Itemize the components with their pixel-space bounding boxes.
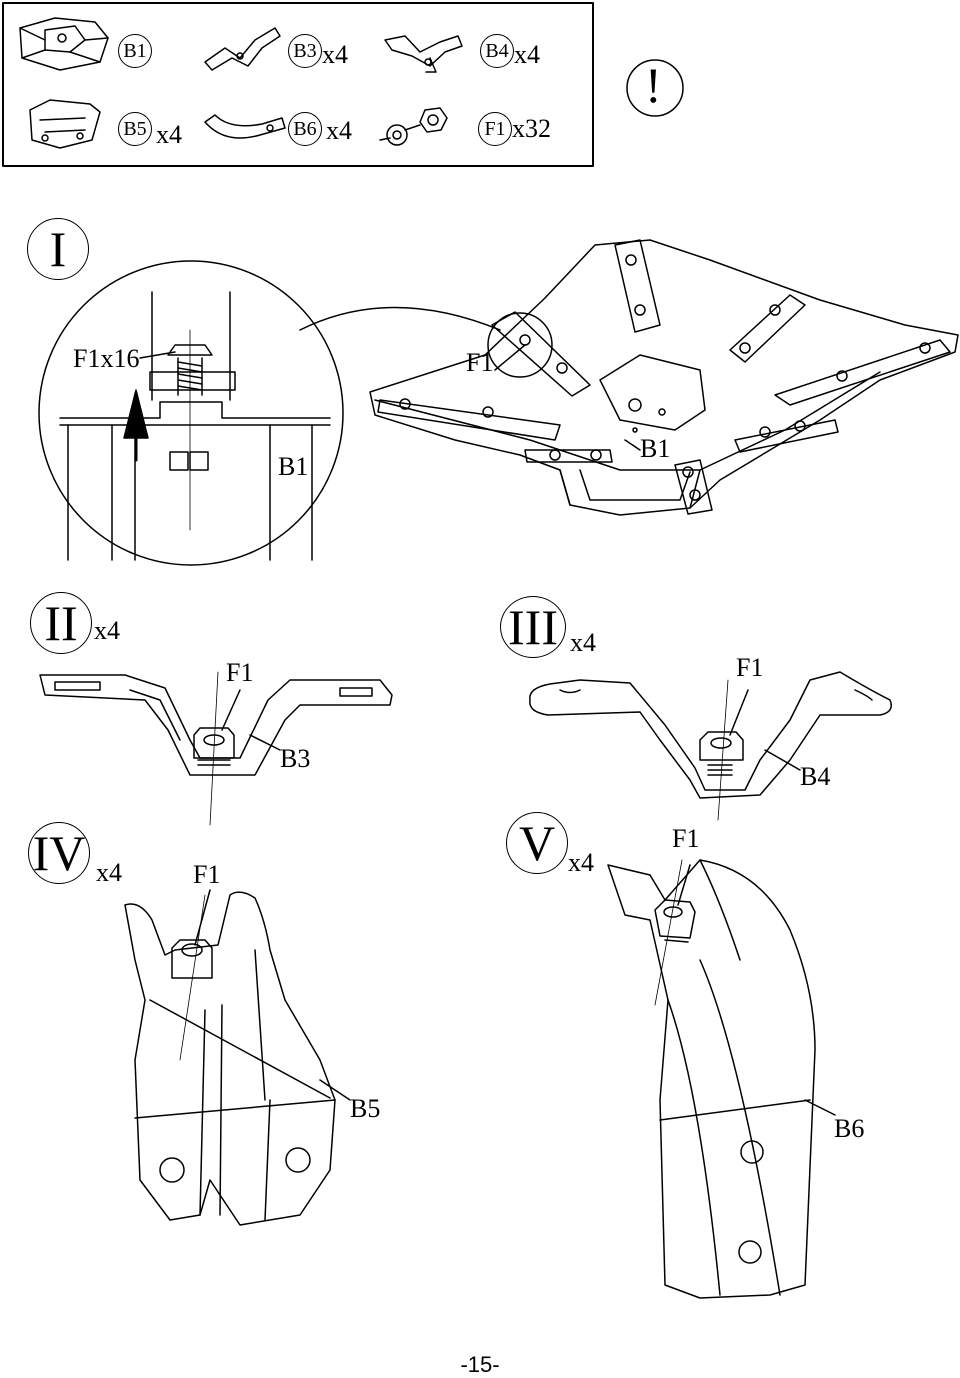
step4-part-leader	[319, 1079, 351, 1101]
step3-part-leader	[764, 749, 801, 771]
part-code-b6: B6	[288, 112, 322, 146]
bracket-b4-drawing	[529, 671, 892, 799]
step5-numeral: V	[506, 812, 568, 874]
step3-part-label: B4	[800, 762, 831, 791]
part-b1-thumbnail	[19, 17, 109, 71]
nut-f1-step3	[699, 731, 744, 776]
detail-magnifier	[38, 260, 344, 566]
nut-f1-step5	[654, 899, 696, 943]
step3-numeral: III	[500, 596, 566, 658]
part-qty-b6: x4	[326, 116, 352, 145]
nut-f1-step4	[171, 939, 213, 979]
step2-qty: x4	[94, 616, 120, 645]
step1-detail-part-label: B1	[278, 452, 309, 481]
step5-fastener-leader	[677, 864, 691, 906]
bolt-axis-step2	[209, 671, 219, 826]
main-fastener-leader	[494, 344, 526, 371]
detail-source-circle	[487, 312, 553, 378]
step5-part-label: B6	[834, 1114, 865, 1143]
part-f1-thumbnail	[379, 107, 448, 146]
step5-fastener-label: F1	[672, 824, 700, 853]
step4-numeral: IV	[28, 822, 90, 884]
detail-cross-section	[59, 291, 331, 561]
step1-main-fastener-label: F1	[466, 348, 494, 377]
part-code-b5: B5	[118, 112, 152, 146]
parts-box-frame	[2, 2, 594, 167]
part-b4-thumbnail	[384, 35, 463, 73]
part-b5-thumbnail	[29, 99, 101, 149]
part-code-b3: B3	[288, 34, 322, 68]
part-qty-b3: x4	[322, 40, 348, 69]
part-b3-thumbnail	[204, 27, 281, 71]
part-qty-b5: x4	[156, 120, 182, 149]
caution-mark: !	[645, 57, 662, 113]
step2-fastener-label: F1	[226, 658, 254, 687]
bolt-axis-step3	[717, 679, 729, 821]
part-qty-f1: x32	[512, 114, 551, 143]
step1-detail-fastener-label: F1x16	[73, 344, 140, 373]
step3-fastener-leader	[729, 689, 749, 736]
part-code-b1: B1	[118, 34, 152, 68]
step5-part-leader	[804, 1099, 836, 1116]
step2-fastener-leader	[221, 689, 241, 731]
detail-fastener-leader	[139, 351, 176, 359]
upward-arrow-icon	[123, 389, 149, 439]
part-code-f1: F1	[478, 112, 512, 146]
step1-numeral: I	[27, 218, 89, 280]
step4-part-label: B5	[350, 1094, 381, 1123]
detail-connector-line	[299, 306, 501, 331]
step5-qty: x4	[568, 848, 594, 877]
step2-part-leader	[249, 734, 281, 751]
part-code-b4: B4	[480, 34, 514, 68]
step3-fastener-label: F1	[736, 653, 764, 682]
bolt-axis-step5	[654, 859, 683, 1006]
step3-qty: x4	[570, 628, 596, 657]
step2-part-label: B3	[280, 744, 311, 773]
tray-assembly-drawing	[369, 239, 959, 516]
step4-qty: x4	[96, 858, 122, 887]
part-qty-b4: x4	[514, 40, 540, 69]
step4-fastener-leader	[194, 889, 211, 946]
step2-numeral: II	[30, 592, 92, 654]
part-b6-thumbnail	[204, 114, 286, 139]
step4-fastener-label: F1	[193, 860, 221, 889]
bracket-b6-drawing	[607, 859, 816, 1299]
caution-circle	[626, 59, 684, 117]
bracket-b5-drawing	[124, 891, 336, 1226]
main-part-leader	[624, 439, 641, 451]
step1-main-part-label: B1	[640, 434, 671, 463]
bracket-b3-drawing	[39, 674, 393, 776]
page-number: -15-	[460, 1352, 500, 1377]
